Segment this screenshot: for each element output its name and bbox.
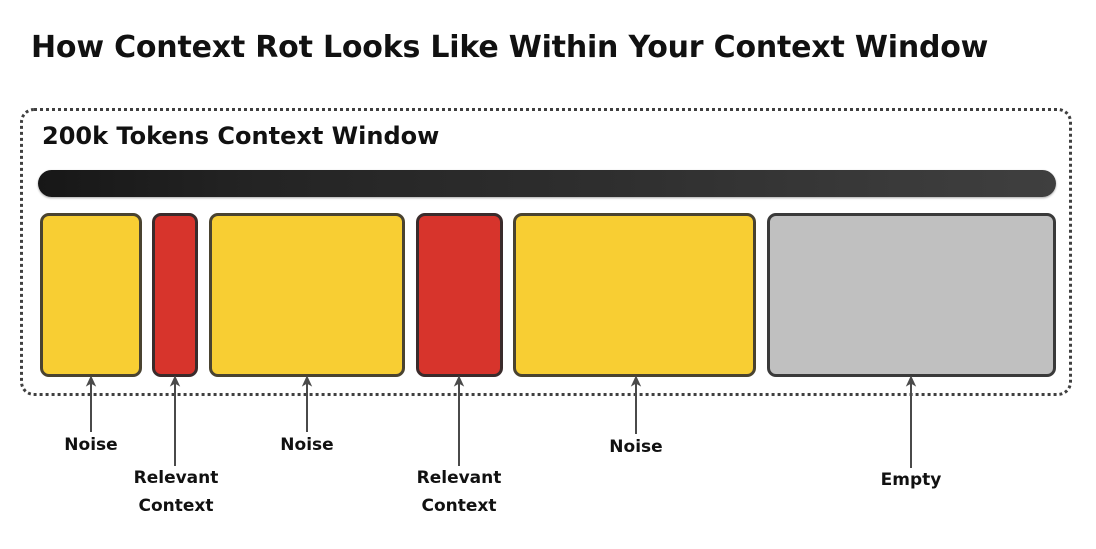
annotation-label-relevant-4: Relevant Context: [416, 468, 502, 517]
annotation-label-empty-6: Empty: [880, 470, 942, 490]
segment-block-noise-5: [513, 213, 756, 377]
context-window-label: 200k Tokens Context Window: [42, 122, 440, 150]
page-title: How Context Rot Looks Like Within Your C…: [31, 30, 989, 65]
annotation-label-relevant-2: Relevant Context: [133, 468, 219, 517]
context-window-container: [20, 108, 1072, 396]
segment-block-relevant-4: [416, 213, 503, 377]
annotation-label-noise-1: Noise: [64, 435, 118, 455]
segment-block-noise-3: [209, 213, 405, 377]
annotation-label-noise-5: Noise: [609, 437, 663, 457]
segment-block-relevant-2: [152, 213, 198, 377]
context-capacity-bar: [38, 170, 1056, 197]
segment-block-noise-1: [40, 213, 142, 377]
annotation-label-noise-3: Noise: [280, 435, 334, 455]
segment-block-empty-6: [767, 213, 1056, 377]
